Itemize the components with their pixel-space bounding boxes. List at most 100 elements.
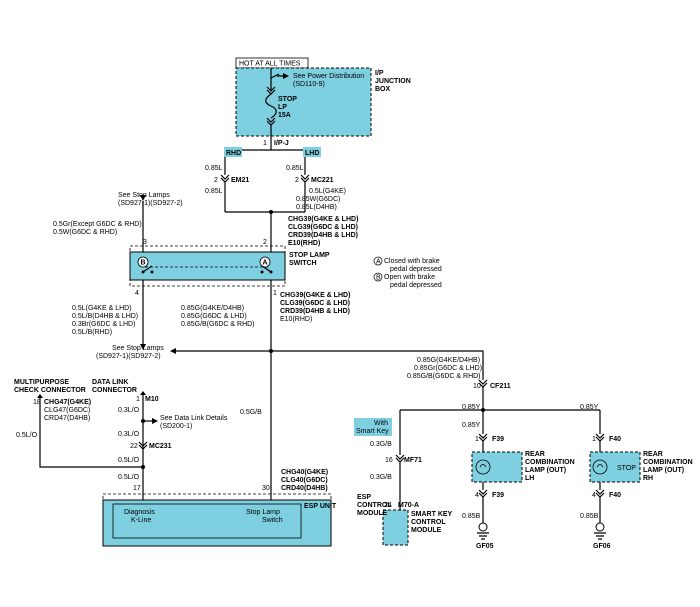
left-wire-bottom-1: 0.5L(G4KE & LHD) [72,305,132,312]
fuse-label-3: 15A [278,112,291,119]
lhd-label: LHD [305,150,319,157]
arrow-left-icon [170,348,176,354]
multipurpose-title-1: MULTIPURPOSE [14,379,69,386]
lamp-rh-wire: 0.85B [580,513,599,520]
hot-at-all-times-label: HOT AT ALL TIMES [239,61,301,68]
ground-gf05-label: GF05 [476,543,494,550]
dlc-see: See Data Link Details [160,415,228,422]
dlc-wire1: 0.3L/O [118,407,140,414]
lhd-pin: 2 [295,177,299,184]
left-wire-bottom-3: 0.3Br(G6DC & LHD) [72,321,135,328]
ip-junction-box [235,67,372,137]
right-wire-2: 0.85Gr(G6DC & LHD) [414,365,482,372]
mf71-pin: 16 [385,457,393,464]
lhd-wire2-2: 0.85W(G6DC) [296,196,340,203]
lamp-rh-name-4: RH [643,475,653,482]
lamp-lh-name-2: COMBINATION [525,459,575,466]
stop-lamps-mid-ref: (SD927-1)(SD927-2) [96,353,161,360]
legend-1: Closed with brake [384,258,440,265]
switch-pin2: 2 [263,239,267,246]
right-wire-3: 0.85G/B(G6DC & RHD) [407,373,481,380]
stop-lamps-top-ref: (SD927-1)(SD927-2) [118,200,183,207]
legend-2: pedal depressed [390,266,442,273]
esp-unit-inner [112,503,302,539]
bulb-filament-icon [479,464,487,468]
lhd-wire2-3: 0.85L(D4HB) [296,204,337,211]
lamp-lh-ground-wire [478,482,488,523]
switch-a-label: A [263,260,268,267]
esp-pin30: 30 [262,485,270,492]
legend-b-icon [373,272,383,282]
right-wire-1: 0.85G(G4KE/D4HB) [417,357,480,364]
esp-name-1: ESP [357,494,371,501]
smart-key-name-2: CONTROL [411,519,446,526]
dlc-title-2: CONNECTOR [92,387,137,394]
lamp-rh-pin-bottom: 4 [592,492,596,499]
smart-key-module [382,509,409,546]
legend-4: pedal depressed [390,282,442,289]
lamp-rh-feed [595,410,605,452]
lamp-lh-conn-top: F39 [492,436,504,443]
multipurpose-pin: 18 [33,399,41,406]
multipurpose-conn-3: CRD47(D4HB) [44,415,90,422]
jbox-name-1: I/P [375,70,384,77]
lamp-lh-pin-top: 1 [475,436,479,443]
conn-bottom-2: CLG39(G6DC & LHD) [280,300,350,307]
dlc-title-1: DATA LINK [92,379,128,386]
switch-b-label: B [141,260,146,267]
ground-symbol-icon [477,532,489,540]
esp-conn-3: CRD40(D4HB) [281,485,328,492]
lamp-lh-wire: 0.85B [462,513,481,520]
dlc-wire4: 0.5L/O [118,474,140,481]
dlc-wire3: 0.5L/O [118,457,140,464]
multipurpose-title-2: CHECK CONNECTOR [14,387,86,394]
conn-top-3: CRD39(D4HB & LHD) [288,232,358,239]
branch-wire-right: 0.85Y [580,404,599,411]
rhd-pin: 2 [214,177,218,184]
arrow-down-icon [140,344,146,350]
branch-wire-left: 0.85Y [462,404,481,411]
legend-3: Open with brake [384,274,435,281]
stop-lamps-top-text: See Stop Lamps [118,192,170,199]
rhd-branch-wire [220,157,230,212]
smart-key-conn: M70-A [398,502,419,509]
smart-tag-2: Smart Key [356,428,389,435]
cf211-label: CF211 [490,383,511,390]
lamp-lh-pin-bottom: 4 [475,492,479,499]
stop-lp-fuse-icon [265,78,277,150]
cf211-connector-icon [478,379,488,388]
splice-dot [141,419,145,423]
f39-wire: 0.85Y [462,422,481,429]
lamp-rh-name-1: REAR [643,451,663,458]
mf71-label: MF71 [404,457,422,464]
left-wire-top-1: 0.5Gr(Except G6DC & RHD) [53,221,142,228]
contact-dot [260,270,264,274]
lhd-wire1: 0.85L [286,165,304,172]
lamp-lh-name-4: LH [525,475,534,482]
right-wire-bottom-1: 0.85G(G4KE/D4HB) [181,305,244,312]
mc221-label: MC221 [311,177,334,184]
dlc-see-ref: (SD200-1) [160,423,192,430]
switch-b-marker [137,256,149,268]
smart-key-tag [354,418,392,436]
jbox-pin: 1 [263,140,267,147]
mf71-wire1: 0.3G/B [370,441,392,448]
rhd-label: RHD [226,150,241,157]
smart-key-name-1: SMART KEY [411,511,453,518]
switch-pin4: 4 [135,290,139,297]
left-wire-bottom-2: 0.5L/B(D4HB & LHD) [72,313,138,320]
jbox-name-2: JUNCTION [375,78,411,85]
esp-unit-label: ESP UNIT [304,503,337,510]
rhd-wire1: 0.85L [205,165,223,172]
contact-dot [150,270,154,274]
mf71-wire2: 0.3G/B [370,474,392,481]
lamp-lh-feed [478,410,488,452]
esp-inner-left-2: K-Line [131,517,151,524]
esp-inner-left-1: Diagnosis [124,509,155,516]
switch-input-wire [225,211,305,243]
lhd-tag [303,147,321,157]
arrow-up-icon [37,394,43,398]
left-wire-top-2: 0.5W(G6DC & RHD) [53,229,117,236]
power-arrow-icon [270,68,283,79]
conn-bottom-3: CRD39(D4HB & LHD) [280,308,350,315]
